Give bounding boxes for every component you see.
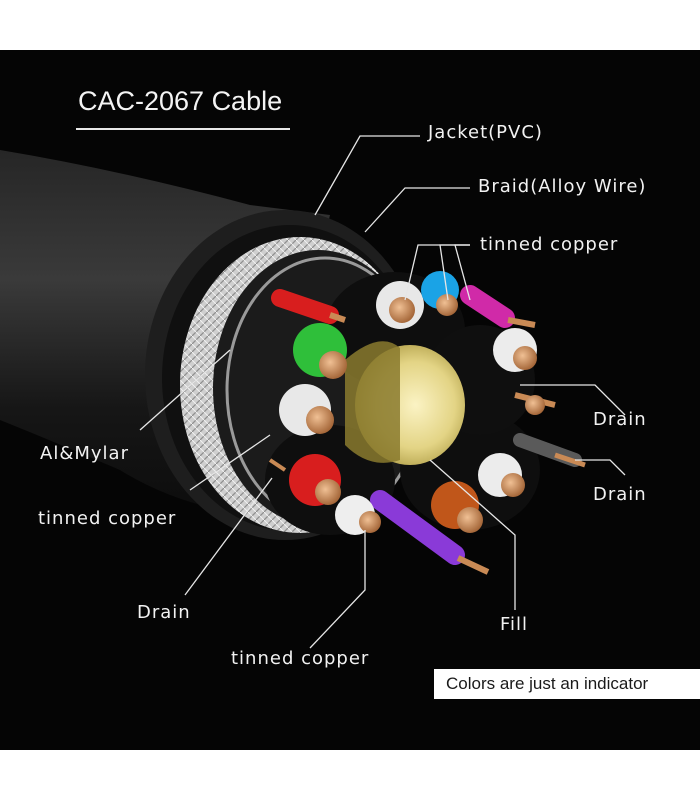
label-fill: Fill: [500, 614, 529, 635]
label-drain-right-upper: Drain: [593, 409, 647, 430]
label-braid: Braid(Alloy Wire): [478, 176, 647, 197]
leader-braid: [364, 187, 470, 233]
leader-mylar: [139, 349, 231, 431]
label-tinned-copper-top: tinned copper: [480, 234, 619, 255]
color-disclaimer-note: Colors are just an indicator: [434, 669, 700, 699]
title-underline: [76, 128, 290, 130]
label-al-mylar: Al&Mylar: [40, 443, 129, 464]
label-drain-left: Drain: [137, 602, 191, 623]
leader-tinned-bottom: [309, 530, 366, 649]
leader-tinned-top-3: [454, 244, 471, 301]
label-tinned-copper-bottom: tinned copper: [231, 648, 370, 669]
leader-drain-right-upper: [520, 384, 626, 416]
leader-drain-right-lower: [575, 459, 626, 476]
label-drain-right-lower: Drain: [593, 484, 647, 505]
label-jacket: Jacket(PVC): [428, 122, 543, 143]
leader-jacket: [314, 135, 420, 216]
diagram-title: CAC-2067 Cable: [78, 86, 283, 116]
label-tinned-copper-left: tinned copper: [38, 508, 177, 529]
leader-drain-left: [184, 477, 273, 596]
leader-tinned-left: [189, 434, 271, 491]
leader-fill: [429, 459, 516, 610]
